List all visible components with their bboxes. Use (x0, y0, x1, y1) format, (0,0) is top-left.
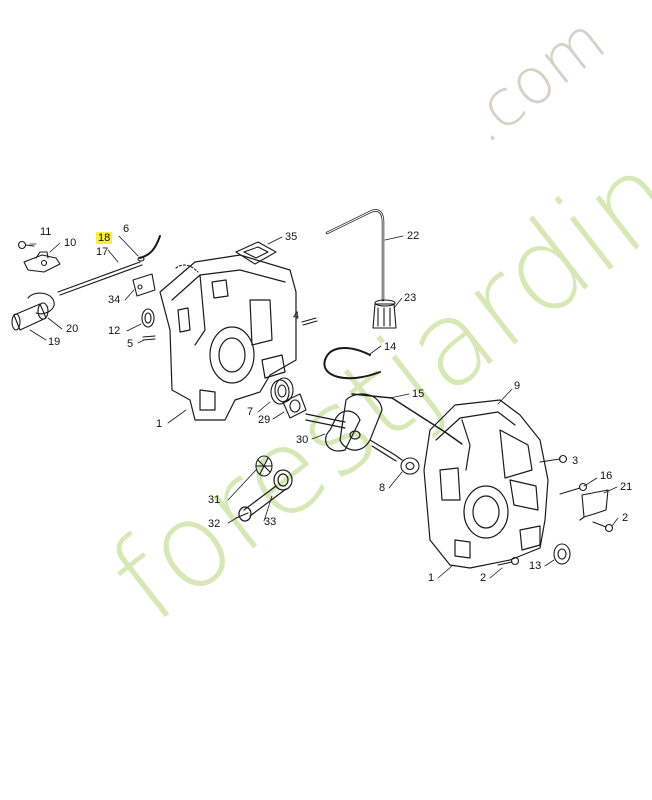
callout-12: 12 (108, 325, 121, 337)
callout-1-right: 1 (428, 572, 435, 584)
callout-5: 5 (127, 338, 134, 350)
part-line-15 (351, 393, 463, 445)
part-crankcase-right (423, 399, 549, 569)
callout-2-bottom: 2 (480, 572, 487, 584)
part-filter-23 (372, 299, 397, 329)
callout-34: 34 (108, 294, 121, 306)
callout-23: 23 (404, 292, 417, 304)
callout-35: 35 (285, 231, 298, 243)
callout-20: 20 (66, 323, 79, 335)
callout-11: 11 (40, 226, 52, 238)
callout-19: 19 (48, 336, 61, 348)
callout-15: 15 (412, 388, 425, 400)
callout-29: 29 (258, 414, 271, 426)
part-bracket-10 (23, 251, 61, 273)
part-screw-2-bottom (497, 556, 520, 566)
part-hose-22 (325, 209, 385, 302)
callout-13: 13 (529, 560, 542, 572)
part-bracket-21 (579, 489, 609, 521)
part-shaft-17 (57, 261, 143, 296)
callout-32: 32 (208, 518, 221, 530)
callout-7: 7 (247, 406, 254, 418)
part-bearing-7 (270, 377, 294, 405)
callout-31: 31 (208, 494, 221, 506)
part-pin-4 (301, 317, 318, 326)
callout-16: 16 (600, 470, 613, 482)
callout-18-highlighted: 18 (96, 232, 113, 244)
part-screw-16 (559, 482, 588, 495)
part-screw-2-right (592, 521, 614, 533)
part-gasket-29 (282, 393, 307, 419)
callout-6: 6 (123, 223, 130, 235)
part-hose-14 (323, 347, 381, 380)
callout-30: 30 (296, 434, 309, 446)
part-conrod-33 (238, 469, 293, 522)
callout-9: 9 (514, 380, 521, 392)
part-ring-12 (141, 308, 155, 328)
part-cover-35 (175, 241, 277, 273)
callout-33: 33 (264, 516, 277, 528)
part-seal-8 (400, 457, 420, 475)
part-crankshaft-30 (305, 393, 403, 462)
callout-21: 21 (620, 481, 633, 493)
part-crankcase-left (159, 254, 297, 421)
part-pickup-19 (11, 292, 55, 331)
part-screw-11 (17, 240, 35, 250)
part-plate-34 (132, 273, 156, 297)
callout-1-left: 1 (156, 418, 163, 430)
callout-8: 8 (379, 482, 386, 494)
callout-4: 4 (293, 310, 300, 322)
callout-14: 14 (384, 341, 397, 353)
part-pin-5 (142, 335, 156, 341)
part-hose-6 (137, 235, 161, 262)
part-needle-cage-31 (255, 455, 273, 477)
callout-22: 22 (407, 230, 420, 242)
callout-10: 10 (64, 237, 77, 249)
callout-2-right: 2 (622, 512, 629, 524)
part-screw-3 (539, 454, 568, 464)
callout-3: 3 (572, 455, 579, 467)
part-seal-13 (553, 543, 571, 565)
leader-lines (29, 235, 619, 579)
callout-17: 17 (96, 246, 109, 258)
